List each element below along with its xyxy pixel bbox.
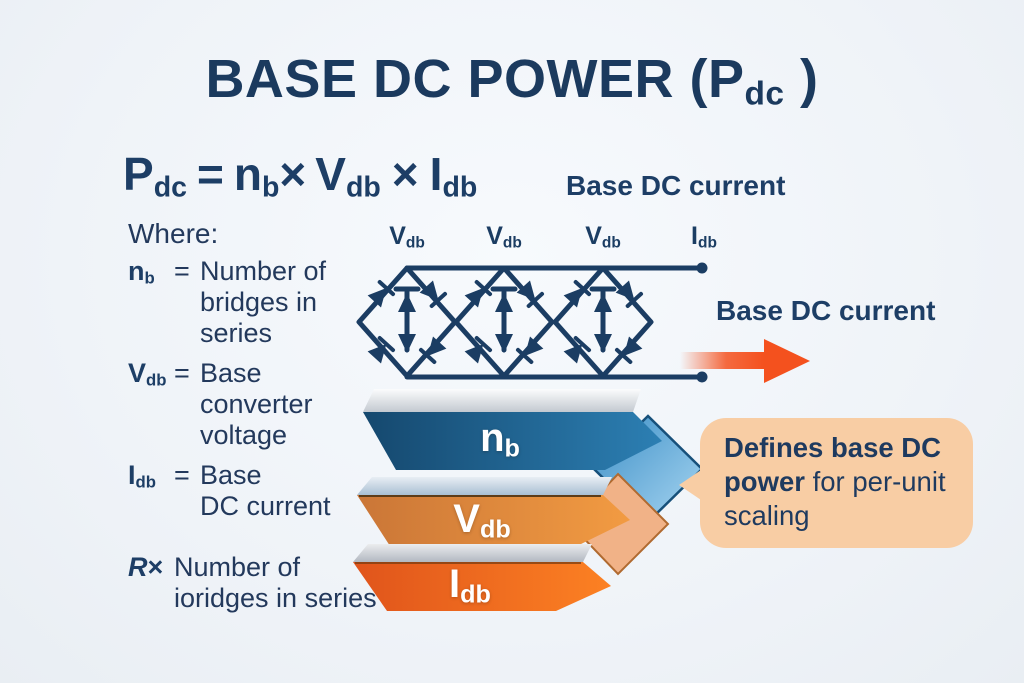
ribbon-label-idb: Idb <box>449 562 491 609</box>
ribbon-vdb <box>357 495 630 546</box>
circuit-label-vdb-2: Vdb <box>486 222 522 252</box>
circuit-label-vdb-3: Vdb <box>585 222 621 252</box>
ribbon-vdb-top-face <box>357 477 612 495</box>
definition-line: series <box>200 318 273 348</box>
bridge-rectifier-2 <box>456 268 552 376</box>
ribbon-nb <box>363 412 662 470</box>
definition-line: Number of <box>200 256 327 286</box>
definition-line: Number of <box>174 552 301 582</box>
bridge-circuit <box>359 262 708 383</box>
callout-bubble: Defines base DC power for per-unit scali… <box>679 418 973 548</box>
formula: Pdc=nb×Vdb×Idb <box>123 148 478 204</box>
current-arrow <box>680 339 810 383</box>
base-dc-current-label: Base DC current <box>716 295 936 326</box>
ribbon-idb-top-face <box>353 544 592 562</box>
callout-bold-text: Defines base DC power <box>724 432 942 497</box>
ribbon-label-vdb: Vdb <box>453 497 511 544</box>
definition-line: Base <box>200 460 262 490</box>
symbol-r: R× <box>128 552 164 582</box>
ribbon-label-nb: nb <box>480 416 520 463</box>
symbol-vdb: Vdb <box>128 358 167 390</box>
ribbon-idb <box>353 562 611 611</box>
callout-regular-text: for per-unit scaling <box>724 466 946 531</box>
definition-vdb: Vdb = Base converter voltage <box>128 358 313 450</box>
definition-line: converter <box>200 389 313 419</box>
definition-idb: Idb = Base DC current <box>128 460 331 521</box>
bus-node-bottom <box>696 371 708 383</box>
definition-line: DC current <box>200 491 331 521</box>
bridge-rectifier-3 <box>555 268 651 376</box>
definition-line: voltage <box>200 420 288 450</box>
bridge-rectifier-1 <box>359 268 455 376</box>
definition-line: Base <box>200 358 262 388</box>
circuit-label-vdb-1: Vdb <box>389 222 425 252</box>
symbol-nb: nb <box>128 256 155 288</box>
symbol-idb: Idb <box>128 460 156 492</box>
definition-line: ioridges in series <box>174 583 377 613</box>
definition-note: R× Number of ioridges in series <box>128 552 377 614</box>
circuit-label-idb: Idb <box>691 222 717 252</box>
ribbon-stack <box>353 389 704 611</box>
page-title: BASE DC POWER (Pdc ) <box>205 49 819 113</box>
where-heading: Where: <box>128 218 219 249</box>
bus-node-top <box>696 262 708 274</box>
definition-line: bridges in <box>200 287 318 317</box>
definition-nb: nb = Number of bridges in series <box>128 256 327 348</box>
ribbon-nb-top-face <box>363 389 641 412</box>
formula-annotation: Base DC current <box>566 170 786 201</box>
